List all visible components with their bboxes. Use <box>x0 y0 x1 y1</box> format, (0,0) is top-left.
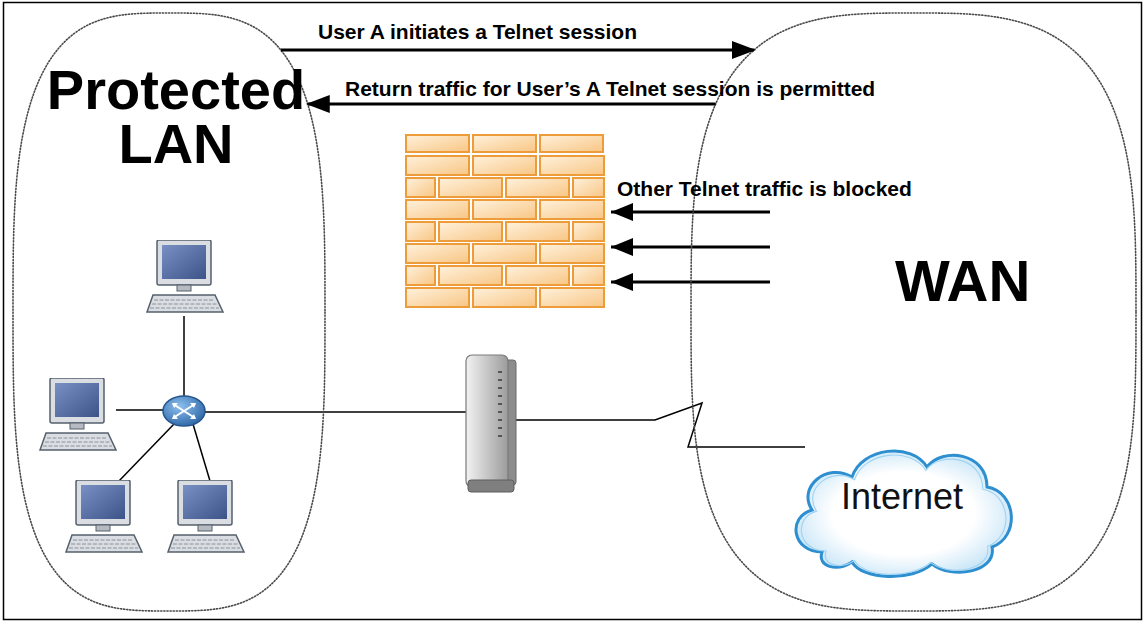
wall-brick <box>406 156 469 175</box>
network-wire <box>183 316 185 398</box>
wan-link <box>514 403 805 447</box>
network-wire <box>205 411 466 413</box>
blocked-arrow <box>611 211 770 214</box>
wall-cap <box>540 135 603 152</box>
computer-icon <box>147 240 223 312</box>
wall-brick <box>506 266 569 285</box>
wall-brick <box>573 222 604 241</box>
wall-cap <box>406 135 469 152</box>
network-wire <box>118 423 175 482</box>
computer-icon <box>40 378 116 450</box>
wall-brick <box>473 156 536 175</box>
switch-arrowheads <box>172 403 196 419</box>
edge-label: User A initiates a Telnet session <box>318 21 637 42</box>
wall-brick <box>406 266 435 285</box>
wall-brick <box>540 288 604 307</box>
wall-brick <box>406 244 469 263</box>
note-label: Other Telnet traffic is blocked <box>617 178 912 199</box>
wall-brick <box>473 244 536 263</box>
wall-brick <box>506 178 569 197</box>
blocked-arrow <box>611 246 770 249</box>
computer-icon <box>168 480 244 552</box>
wall-brick <box>573 266 604 285</box>
wall-brick <box>506 222 569 241</box>
wall-brick <box>473 200 536 219</box>
wall-brick <box>439 222 502 241</box>
router-base <box>468 480 514 492</box>
switch-icon <box>163 396 205 426</box>
wall-brick <box>406 200 469 219</box>
wall-brick <box>540 200 604 219</box>
wall-brick <box>406 222 435 241</box>
internet-cloud: Internet <box>782 432 1022 582</box>
wall-cap <box>473 135 536 152</box>
wall-brick <box>540 244 604 263</box>
network-wire <box>116 409 163 411</box>
region-ellipse: Protected LAN <box>12 12 326 612</box>
region-ellipse: WAN Internet <box>690 12 1137 612</box>
dotted-outline <box>13 13 325 611</box>
wall-brick <box>439 266 502 285</box>
edge-label: Return traffic for User’s A Telnet sessi… <box>345 78 875 99</box>
switch-arrows <box>173 404 195 418</box>
computer-icon <box>66 480 142 552</box>
region-title: Protected LAN <box>31 63 321 171</box>
wall-brick <box>573 178 604 197</box>
cloud-label: Internet <box>782 479 1022 515</box>
router-device <box>466 355 508 487</box>
flow-arrow <box>308 103 716 106</box>
wall-brick <box>406 178 435 197</box>
router-leds <box>498 372 502 436</box>
network-wire <box>193 424 210 481</box>
wall-brick <box>473 288 536 307</box>
wall-brick <box>540 156 604 175</box>
region-title: WAN <box>895 252 1030 310</box>
dotted-outline <box>691 13 1136 611</box>
wall-brick <box>406 288 469 307</box>
frame-border <box>4 3 1142 620</box>
flow-arrow <box>281 49 754 52</box>
wall-brick <box>439 178 502 197</box>
